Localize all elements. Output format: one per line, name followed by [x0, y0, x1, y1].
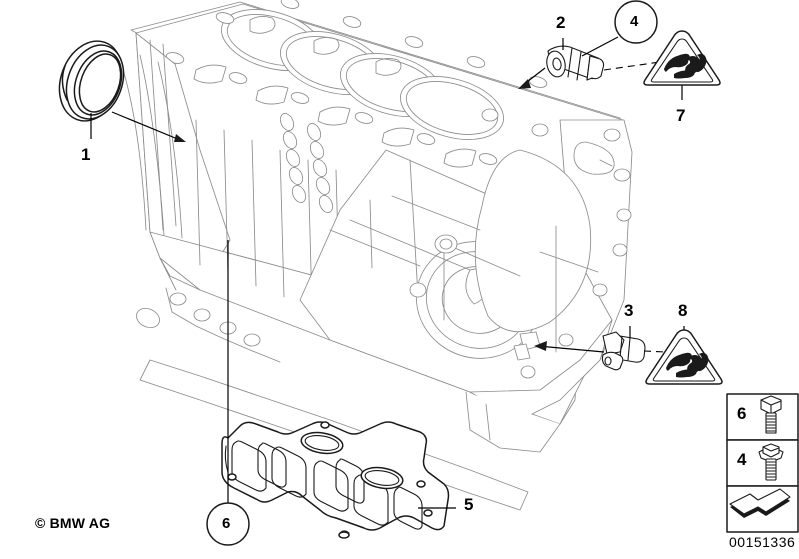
warning-triangle-icon-8: [645, 329, 723, 385]
leader-lines: [90, 36, 685, 509]
hex-bolt-plain-icon: [760, 395, 782, 434]
part-2-pulse-sensor: [546, 45, 605, 81]
bearing-cap-bosses: [159, 257, 281, 363]
warning-triangle-icon-7: [643, 30, 721, 86]
callout-label-5[interactable]: 5: [464, 495, 474, 514]
legend-row-number-6: 6: [737, 404, 747, 423]
part-1-shaft-seal-ring: [58, 40, 125, 122]
copyright-notice: © BMW AG: [35, 515, 111, 531]
engine-block-illustration: [119, 0, 633, 511]
hex-bolt-flanged-icon: [758, 443, 784, 481]
part-3-crankshaft-position-sensor: [601, 331, 646, 371]
callout-label-2[interactable]: 2: [556, 13, 566, 32]
hand-pinch-symbol: [664, 53, 707, 79]
callout-label-8[interactable]: 8: [678, 301, 688, 320]
callout-label-4[interactable]: 4: [630, 13, 639, 30]
legend-row-number-4: 4: [737, 450, 747, 469]
legend-box: [726, 393, 799, 533]
oil-gallery-bores: [279, 113, 334, 213]
cylinder-bores: [220, 9, 504, 140]
callout-label-6[interactable]: 6: [222, 515, 231, 532]
direction-of-travel-arrow-icon: [729, 488, 791, 518]
callout-label-3[interactable]: 3: [624, 301, 634, 320]
part-5-oil-baffle-plate: [221, 421, 450, 539]
callout-label-1[interactable]: 1: [81, 145, 91, 164]
circle-callout-4: [614, 0, 658, 44]
circle-callout-6: [206, 502, 250, 546]
diagram-part-number: 00151336: [729, 534, 796, 550]
callout-label-7[interactable]: 7: [676, 106, 686, 125]
hand-pinch-symbol: [666, 352, 709, 378]
bellhousing-bolt-holes: [409, 108, 632, 379]
